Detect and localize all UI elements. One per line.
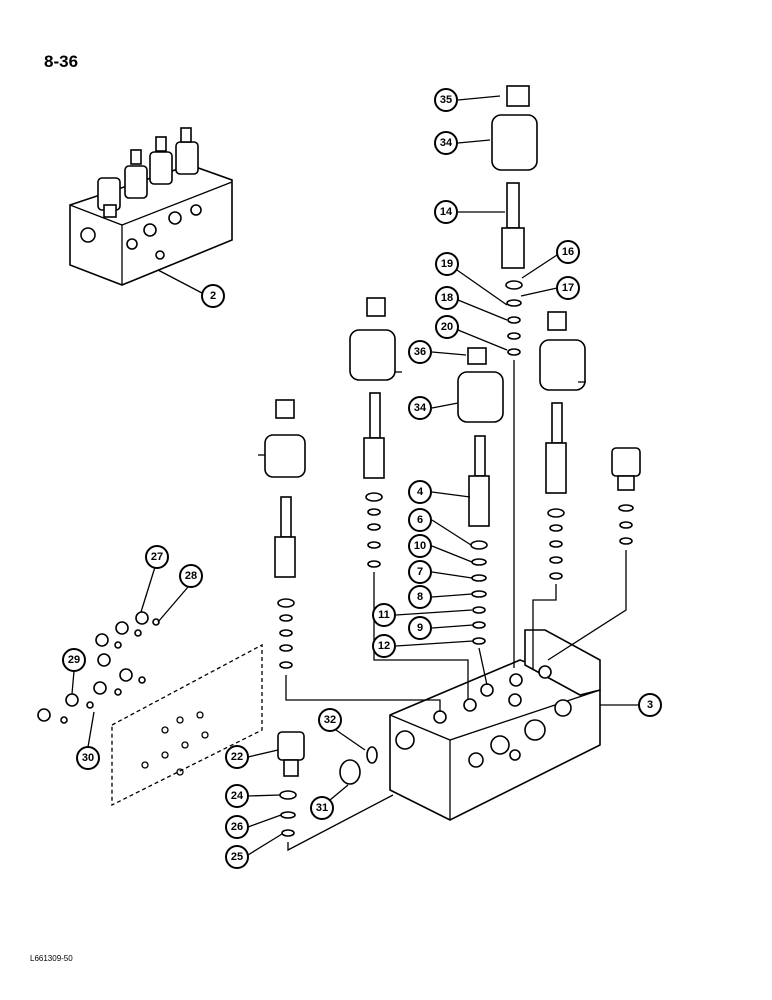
svg-text:34: 34 <box>440 137 453 149</box>
svg-text:20: 20 <box>441 321 453 333</box>
callout-36: 36 <box>408 340 467 364</box>
callout-9: 9 <box>408 616 474 640</box>
svg-text:36: 36 <box>414 346 426 358</box>
svg-text:14: 14 <box>440 206 453 218</box>
svg-text:30: 30 <box>82 752 94 764</box>
svg-text:34: 34 <box>414 402 427 414</box>
svg-text:28: 28 <box>185 570 197 582</box>
plug-stack <box>611 447 641 545</box>
solenoid-valve-stack <box>491 85 538 356</box>
svg-text:29: 29 <box>68 654 80 666</box>
svg-text:4: 4 <box>417 486 424 498</box>
callout-27: 27 <box>140 545 169 613</box>
svg-text:22: 22 <box>231 751 243 763</box>
svg-text:12: 12 <box>378 640 390 652</box>
svg-text:16: 16 <box>562 246 574 258</box>
leader-line <box>157 269 203 294</box>
solenoid-valve-stack <box>457 347 504 645</box>
svg-text:7: 7 <box>417 566 423 578</box>
callout-34b: 34 <box>408 396 459 420</box>
callout-12: 12 <box>372 634 474 658</box>
svg-text:24: 24 <box>231 790 244 802</box>
svg-text:10: 10 <box>414 540 426 552</box>
callout-22: 22 <box>225 745 279 769</box>
callout-10: 10 <box>408 534 473 563</box>
callout-16: 16 <box>521 240 580 279</box>
svg-text:11: 11 <box>378 609 390 621</box>
callout-20: 20 <box>435 315 508 351</box>
solenoid-valve-stack <box>349 297 402 568</box>
callout-29: 29 <box>62 648 86 695</box>
solenoid-valve-stack <box>539 311 586 580</box>
callout-2: 2 <box>201 284 225 308</box>
svg-text:3: 3 <box>647 699 653 711</box>
callout-31: 31 <box>310 784 349 820</box>
callout-8: 8 <box>408 585 473 609</box>
svg-text:27: 27 <box>151 551 163 563</box>
callout-19: 19 <box>435 252 508 306</box>
svg-text:6: 6 <box>417 514 423 526</box>
callout-6: 6 <box>408 508 472 546</box>
callout-35: 35 <box>434 88 501 112</box>
svg-text:31: 31 <box>316 802 328 814</box>
svg-text:32: 32 <box>324 714 336 726</box>
callout-30: 30 <box>76 711 100 770</box>
callout-18: 18 <box>435 286 508 321</box>
callout-3: 3 <box>638 693 662 717</box>
relief-plug-stack <box>277 731 394 852</box>
manifold-block <box>389 629 601 821</box>
callout-17: 17 <box>520 276 580 300</box>
callout-24: 24 <box>225 784 281 808</box>
svg-text:26: 26 <box>231 821 243 833</box>
svg-text:8: 8 <box>417 591 423 603</box>
callout-4: 4 <box>408 480 471 504</box>
small-plugs-group <box>37 611 263 807</box>
svg-text:35: 35 <box>440 94 452 106</box>
callout-32: 32 <box>318 708 366 751</box>
svg-text:25: 25 <box>231 851 243 863</box>
callout-28: 28 <box>157 564 203 623</box>
callout-34: 34 <box>434 131 491 155</box>
svg-text:2: 2 <box>210 290 216 302</box>
svg-text:18: 18 <box>441 292 453 304</box>
svg-text:9: 9 <box>417 622 423 634</box>
solenoid-valve-stack <box>258 399 306 669</box>
callout-7: 7 <box>408 560 473 584</box>
svg-text:17: 17 <box>562 282 574 294</box>
callout-14: 14 <box>434 200 505 224</box>
callout-25: 25 <box>225 833 283 869</box>
callout-11: 11 <box>372 603 473 627</box>
assembled-valve-illustration <box>69 127 233 286</box>
drawing-code: L661309-50 <box>30 954 73 963</box>
svg-text:19: 19 <box>441 258 453 270</box>
page-number: 8-36 <box>44 52 79 71</box>
callout-26: 26 <box>225 814 282 839</box>
